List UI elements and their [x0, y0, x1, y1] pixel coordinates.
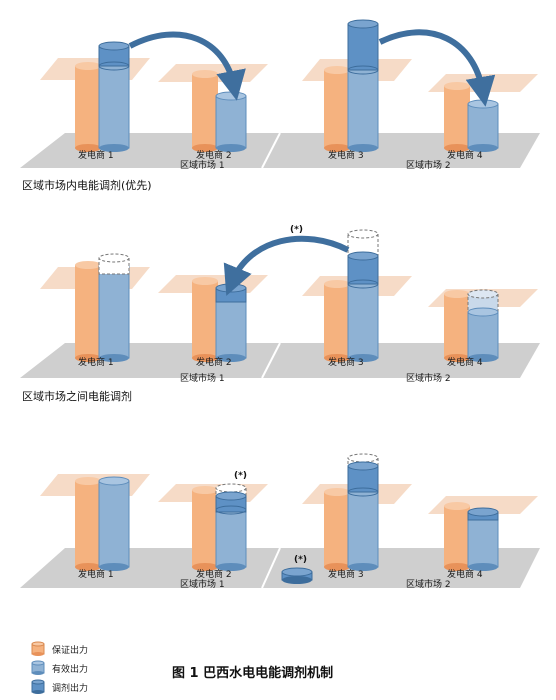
- panel-1-gen1-label: 发电商 1: [78, 149, 114, 161]
- panel-3-market1-label: 区域市场 1: [180, 578, 225, 590]
- panel-1-gen2-effective: [215, 91, 247, 152]
- panel-1-gen1-guaranteed: [75, 62, 101, 152]
- panel-2-gen2-dispatch: [215, 283, 247, 303]
- guaranteed-cylinder-icon: [31, 641, 45, 656]
- panel-2-gen3-dispatch-outline: [347, 229, 379, 261]
- panel-3-gen4-dispatch: [467, 507, 499, 521]
- panel-3: (*) (*): [20, 453, 540, 590]
- panel-1-gen2-label: 发电商 2: [196, 149, 232, 161]
- panel-2-gen2-effective: [215, 299, 247, 362]
- panel-3-market-divider: [261, 547, 281, 589]
- panel-3-gen1-label: 发电商 1: [78, 568, 114, 580]
- panel-2-gen2-label: 发电商 2: [196, 356, 232, 368]
- panel-2-gen2-guaranteed: [192, 277, 218, 362]
- panel-3-gen4-label: 发电商 4: [447, 568, 483, 580]
- panel-1-market-divider: [261, 132, 281, 169]
- panel-3-gen4-guaranteed: [444, 502, 470, 571]
- panel-3-released-dispatch: [281, 567, 313, 584]
- legend-guaranteed-label: 保证出力: [52, 644, 88, 656]
- panel-3-gen2-effective: [215, 509, 247, 571]
- panel-1-gen2-guaranteed: [192, 70, 218, 152]
- panel-2-gen1-dispatch-outline: [98, 253, 130, 275]
- panel-2-market2-label: 区域市场 2: [406, 372, 451, 384]
- panel-3-asterisk-released: (*): [294, 555, 307, 565]
- panel-1-gen4-label: 发电商 4: [447, 149, 483, 161]
- panel-2-gen3-guaranteed: [324, 280, 350, 362]
- panel-2-gen3-label: 发电商 3: [328, 356, 364, 368]
- panel-2-gen4-label: 发电商 4: [447, 356, 483, 368]
- panel-1-section-label: 区域市场内电能调剂(优先): [22, 178, 152, 192]
- panel-1-gen4-guaranteed: [444, 82, 470, 152]
- panel-3-gen1-effective: [98, 476, 130, 571]
- effective-cylinder-icon: [31, 660, 45, 675]
- panel-3-gen4-effective: [467, 519, 499, 571]
- panel-1-gen1-effective: [98, 51, 130, 152]
- dispatch-cylinder-icon: [31, 679, 45, 694]
- panel-2-gen3-dispatch: [347, 255, 379, 289]
- panel-2-market-divider: [261, 342, 281, 379]
- panel-2-gen4-guaranteed: [444, 290, 470, 362]
- panel-1-market1-label: 区域市场 1: [180, 159, 225, 171]
- panel-1: 发电商 1 发电商 2 发电商 3 发电商 4 区域市场 1 区域市场 2 区域…: [20, 19, 540, 192]
- panel-2-gen1-effective: [98, 265, 130, 362]
- panel-3-floor: [20, 548, 540, 588]
- panel-2-gen3-effective: [347, 283, 379, 362]
- panel-1-arrow-3-to-4: [378, 29, 496, 107]
- panel-2-arrow-3-to-2: [223, 235, 350, 296]
- legend-effective-label: 有效出力: [52, 663, 88, 675]
- panel-1-arrow-1-to-2: [128, 31, 246, 101]
- panel-3-gen3-label: 发电商 3: [328, 568, 364, 580]
- panel-1-floor: [20, 133, 540, 168]
- legend: 保证出力 有效出力 调剂出力: [31, 641, 88, 694]
- panel-2-section-label: 区域市场之间电能调剂: [22, 389, 132, 403]
- panel-3-gen3-effective: [347, 491, 379, 571]
- panel-3-gen3-dispatch-outline: [347, 453, 379, 471]
- panel-2-gen1-guaranteed: [75, 261, 101, 362]
- panel-1-gen4-effective: [467, 99, 499, 152]
- panel-2-gen4-dispatch-outline: [467, 289, 499, 317]
- panel-3-gen2-dispatch: [215, 495, 247, 515]
- panel-1-gen3-dispatch: [347, 19, 379, 75]
- panel-2-market1-label: 区域市场 1: [180, 372, 225, 384]
- panel-2: (*) 发电商 1 发电商 2 发电商 3 发电商 4 区域市场 1 区域市场 …: [20, 225, 540, 403]
- panel-3-gen2-label: 发电商 2: [196, 568, 232, 580]
- panel-2-floor: [20, 343, 540, 378]
- panel-3-gen1-guaranteed: [75, 477, 101, 571]
- panel-1-gen3-effective: [347, 69, 379, 152]
- panel-2-asterisk: (*): [290, 225, 303, 235]
- panel-3-gen2-dispatch-outline: [215, 483, 247, 501]
- panel-3-market2-label: 区域市场 2: [406, 578, 451, 590]
- panel-3-gen3-guaranteed: [324, 488, 350, 571]
- figure-caption: 图 1 巴西水电电能调剂机制: [172, 665, 333, 681]
- panel-1-gen3-label: 发电商 3: [328, 149, 364, 161]
- panel-1-market2-label: 区域市场 2: [406, 159, 451, 171]
- panel-2-gen1-label: 发电商 1: [78, 356, 114, 368]
- panel-3-asterisk-gen2: (*): [234, 471, 247, 481]
- panel-3-gen2-guaranteed: [192, 486, 218, 571]
- panel-1-gen1-dispatch: [98, 41, 130, 71]
- legend-dispatch-label: 调剂出力: [52, 682, 88, 694]
- panel-1-gen3-guaranteed: [324, 66, 350, 152]
- panel-2-gen4-effective: [467, 311, 499, 362]
